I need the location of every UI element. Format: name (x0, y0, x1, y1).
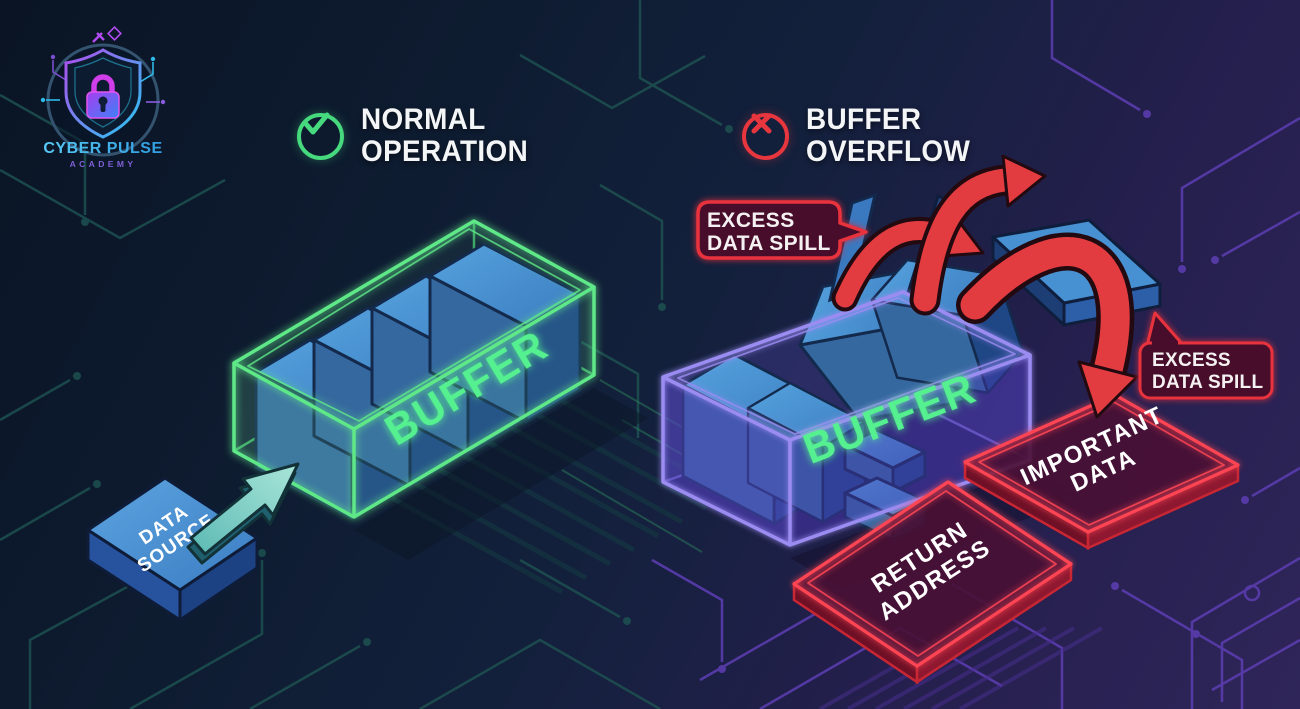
green-wireframe (232, 219, 596, 519)
logo-brand-text: CYBER PULSE (43, 140, 162, 157)
buffer-shadow (354, 388, 648, 560)
cyber-pulse-logo: CYBER PULSE ACADEMY (40, 26, 166, 169)
overflow-buffer-box-front (661, 290, 1032, 547)
spill-arrows (831, 154, 1139, 419)
data-flow-arrow (186, 462, 300, 565)
purple-wireframe (661, 290, 1032, 547)
important-data-slab: IMPORTANT DATA (963, 393, 1240, 551)
data-source-block (86, 476, 259, 622)
normal-title-line1: NORMAL (361, 103, 486, 136)
spill-arrow-medium (909, 154, 1047, 316)
return-address-slab: RETURN ADDRESS (792, 480, 1073, 685)
callout-side-line1: EXCESS (1152, 350, 1231, 371)
excess-data-spill-callout-side: EXCESS DATA SPILL (1138, 311, 1274, 400)
normal-buffer-box-front (232, 219, 596, 519)
overflow-title-line2: OVERFLOW (806, 135, 971, 168)
normal-operation-header: NORMAL OPERATION (297, 104, 541, 168)
logo-subtitle-text: ACADEMY (70, 159, 137, 169)
callout-top-line2: DATA SPILL (707, 232, 831, 255)
overflow-title-line1: BUFFER (806, 103, 922, 136)
excess-data-spill-callout-top: EXCESS DATA SPILL (696, 200, 868, 260)
callout-top-line1: EXCESS (707, 209, 795, 232)
hatch-shadow-right (819, 626, 1103, 709)
shield-inner-line (74, 57, 132, 128)
padlock-icon (86, 74, 120, 119)
logo-circuit-decoration (40, 26, 166, 105)
check-circle-icon (297, 112, 344, 160)
normal-operation-title: NORMAL OPERATION (361, 104, 528, 168)
callout-side-line2: DATA SPILL (1152, 372, 1263, 393)
buffer-overflow-diagram: BUFFER RETURN ADDRESS (661, 154, 1274, 685)
normal-title-line2: OPERATION (361, 135, 529, 168)
normal-operation-diagram: BUFFER DATA SOURCE (86, 219, 648, 622)
x-circle-icon (742, 112, 789, 160)
buffer-overflow-title: BUFFER OVERFLOW (806, 104, 970, 168)
spill-arrow-large (956, 232, 1139, 419)
buffer-overflow-header: BUFFER OVERFLOW (742, 104, 983, 168)
